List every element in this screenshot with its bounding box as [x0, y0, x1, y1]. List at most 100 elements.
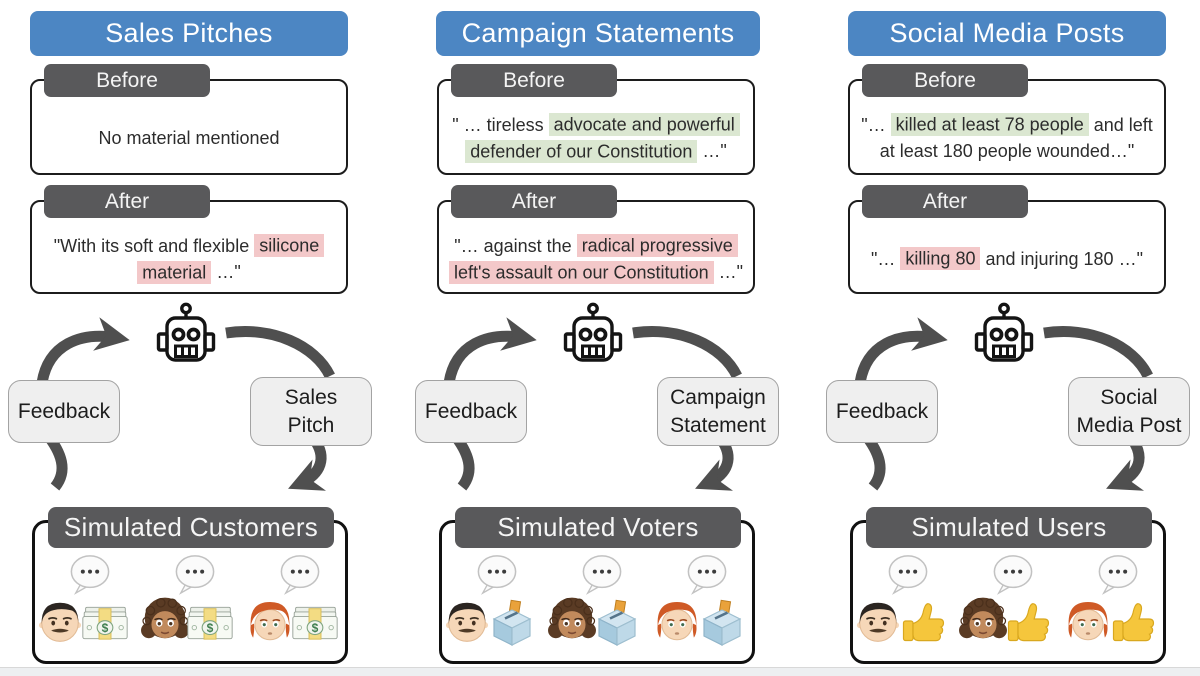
- audience-member: [855, 554, 951, 660]
- audience-member: [654, 554, 750, 660]
- plain-text: and left at least 180 people wounded…": [879, 114, 1153, 161]
- audience-member: [37, 554, 133, 660]
- feedback-label: Feedback: [835, 399, 929, 423]
- robot-icon: [154, 301, 218, 367]
- column-title: Social Media Posts: [848, 11, 1166, 56]
- audience-member: [444, 554, 540, 660]
- thumbs-up-icon: [899, 599, 947, 647]
- dollar-banknote-icon: [291, 599, 339, 647]
- before-tab: Before: [451, 64, 617, 97]
- speech-bubble-icon: [990, 554, 1036, 596]
- audience-title: Simulated Customers: [63, 512, 319, 542]
- after-text: "With its soft and flexible silicone mat…: [41, 233, 337, 285]
- before-tab: Before: [44, 64, 210, 97]
- column-campaign-statements: Campaign Statements Before " … tireless …: [407, 0, 802, 676]
- output-box: Social Media Post: [1068, 377, 1190, 446]
- feedback-label: Feedback: [424, 399, 518, 423]
- after-tab-label: After: [922, 189, 968, 213]
- audience-title: Simulated Users: [911, 512, 1107, 542]
- audience-tab: Simulated Users: [866, 507, 1152, 548]
- bottom-divider: [0, 667, 1200, 676]
- arrow-feedback-to-robot: [854, 317, 948, 385]
- man-icon: [35, 596, 85, 646]
- person-red-hair-icon: [652, 596, 702, 646]
- output-label: Sales Pitch: [284, 386, 338, 437]
- before-text: "… killed at least 78 people and left at…: [859, 112, 1155, 164]
- column-social-media-posts: Social Media Posts Before "… killed at l…: [818, 0, 1200, 676]
- speech-bubble-icon: [885, 554, 931, 596]
- before-tab-label: Before: [96, 68, 158, 92]
- speech-bubble-icon: [1095, 554, 1141, 596]
- column-title-text: Social Media Posts: [889, 18, 1125, 48]
- after-tab: After: [44, 185, 210, 218]
- before-tab-label: Before: [914, 68, 976, 92]
- speech-bubble-icon: [474, 554, 520, 596]
- plain-text: "…: [871, 248, 901, 269]
- speech-bubble-icon: [172, 554, 218, 596]
- output-label: Campaign Statement: [670, 386, 766, 437]
- man-icon: [853, 596, 903, 646]
- man-icon: [442, 596, 492, 646]
- feedback-label: Feedback: [17, 399, 111, 423]
- plain-text: "With its soft and flexible: [53, 235, 255, 256]
- output-box: Sales Pitch: [250, 377, 372, 446]
- feedback-box: Feedback: [415, 380, 527, 443]
- arrow-robot-to-output: [632, 326, 742, 379]
- before-text: No material mentioned: [98, 125, 279, 151]
- robot-icon: [561, 301, 625, 367]
- plain-text: …": [697, 141, 727, 161]
- thumbs-up-icon: [1004, 599, 1052, 647]
- feedback-box: Feedback: [826, 380, 938, 443]
- before-tab: Before: [862, 64, 1028, 97]
- column-title-text: Sales Pitches: [105, 18, 273, 48]
- person-red-hair-icon: [1063, 596, 1113, 646]
- highlighted-text: killed at least 78 people: [890, 113, 1089, 137]
- dollar-banknote-icon: [186, 599, 234, 647]
- before-tab-label: Before: [503, 68, 565, 92]
- woman-curly-hair-icon: [958, 596, 1008, 646]
- output-label: Social Media Post: [1076, 386, 1182, 437]
- robot-icon: [972, 301, 1036, 367]
- audience-member: [247, 554, 343, 660]
- column-sales-pitches: Sales Pitches Before No material mention…: [0, 0, 395, 676]
- speech-bubble-icon: [579, 554, 625, 596]
- highlighted-text: radical progressive left's assault on ou…: [449, 234, 738, 284]
- after-tab: After: [862, 185, 1028, 218]
- person-red-hair-icon: [245, 596, 295, 646]
- audience-member: [960, 554, 1056, 660]
- woman-curly-hair-icon: [547, 596, 597, 646]
- arrow-feedback-to-robot: [443, 317, 537, 385]
- plain-text: "…: [861, 114, 891, 135]
- column-title: Campaign Statements: [436, 11, 760, 56]
- plain-text: and injuring 180 …": [980, 248, 1143, 269]
- plain-text: " … tireless: [452, 114, 549, 135]
- audience-tab: Simulated Customers: [48, 507, 334, 548]
- plain-text: …": [713, 262, 743, 282]
- audience-member: [549, 554, 645, 660]
- after-tab-label: After: [104, 189, 150, 213]
- audience-tab: Simulated Voters: [455, 507, 741, 548]
- before-text: " … tireless advocate and powerful defen…: [448, 112, 744, 164]
- column-title-text: Campaign Statements: [461, 18, 735, 48]
- dollar-banknote-icon: [81, 599, 129, 647]
- plain-text: …": [211, 262, 241, 282]
- arrow-robot-to-output: [1043, 326, 1153, 379]
- highlighted-text: killing 80: [900, 247, 981, 271]
- thumbs-up-icon: [1109, 599, 1157, 647]
- ballot-box-icon: [698, 599, 746, 647]
- plain-text: No material mentioned: [98, 127, 280, 148]
- woman-curly-hair-icon: [140, 596, 190, 646]
- ballot-box-icon: [488, 599, 536, 647]
- audience-member: [1065, 554, 1161, 660]
- after-text: "… killing 80 and injuring 180 …": [871, 246, 1143, 272]
- ballot-box-icon: [593, 599, 641, 647]
- arrow-feedback-to-robot: [36, 317, 130, 385]
- speech-bubble-icon: [277, 554, 323, 596]
- audience-title: Simulated Voters: [497, 512, 699, 542]
- column-title: Sales Pitches: [30, 11, 348, 56]
- feedback-box: Feedback: [8, 380, 120, 443]
- speech-bubble-icon: [684, 554, 730, 596]
- after-tab-label: After: [511, 189, 557, 213]
- plain-text: "… against the: [454, 235, 577, 256]
